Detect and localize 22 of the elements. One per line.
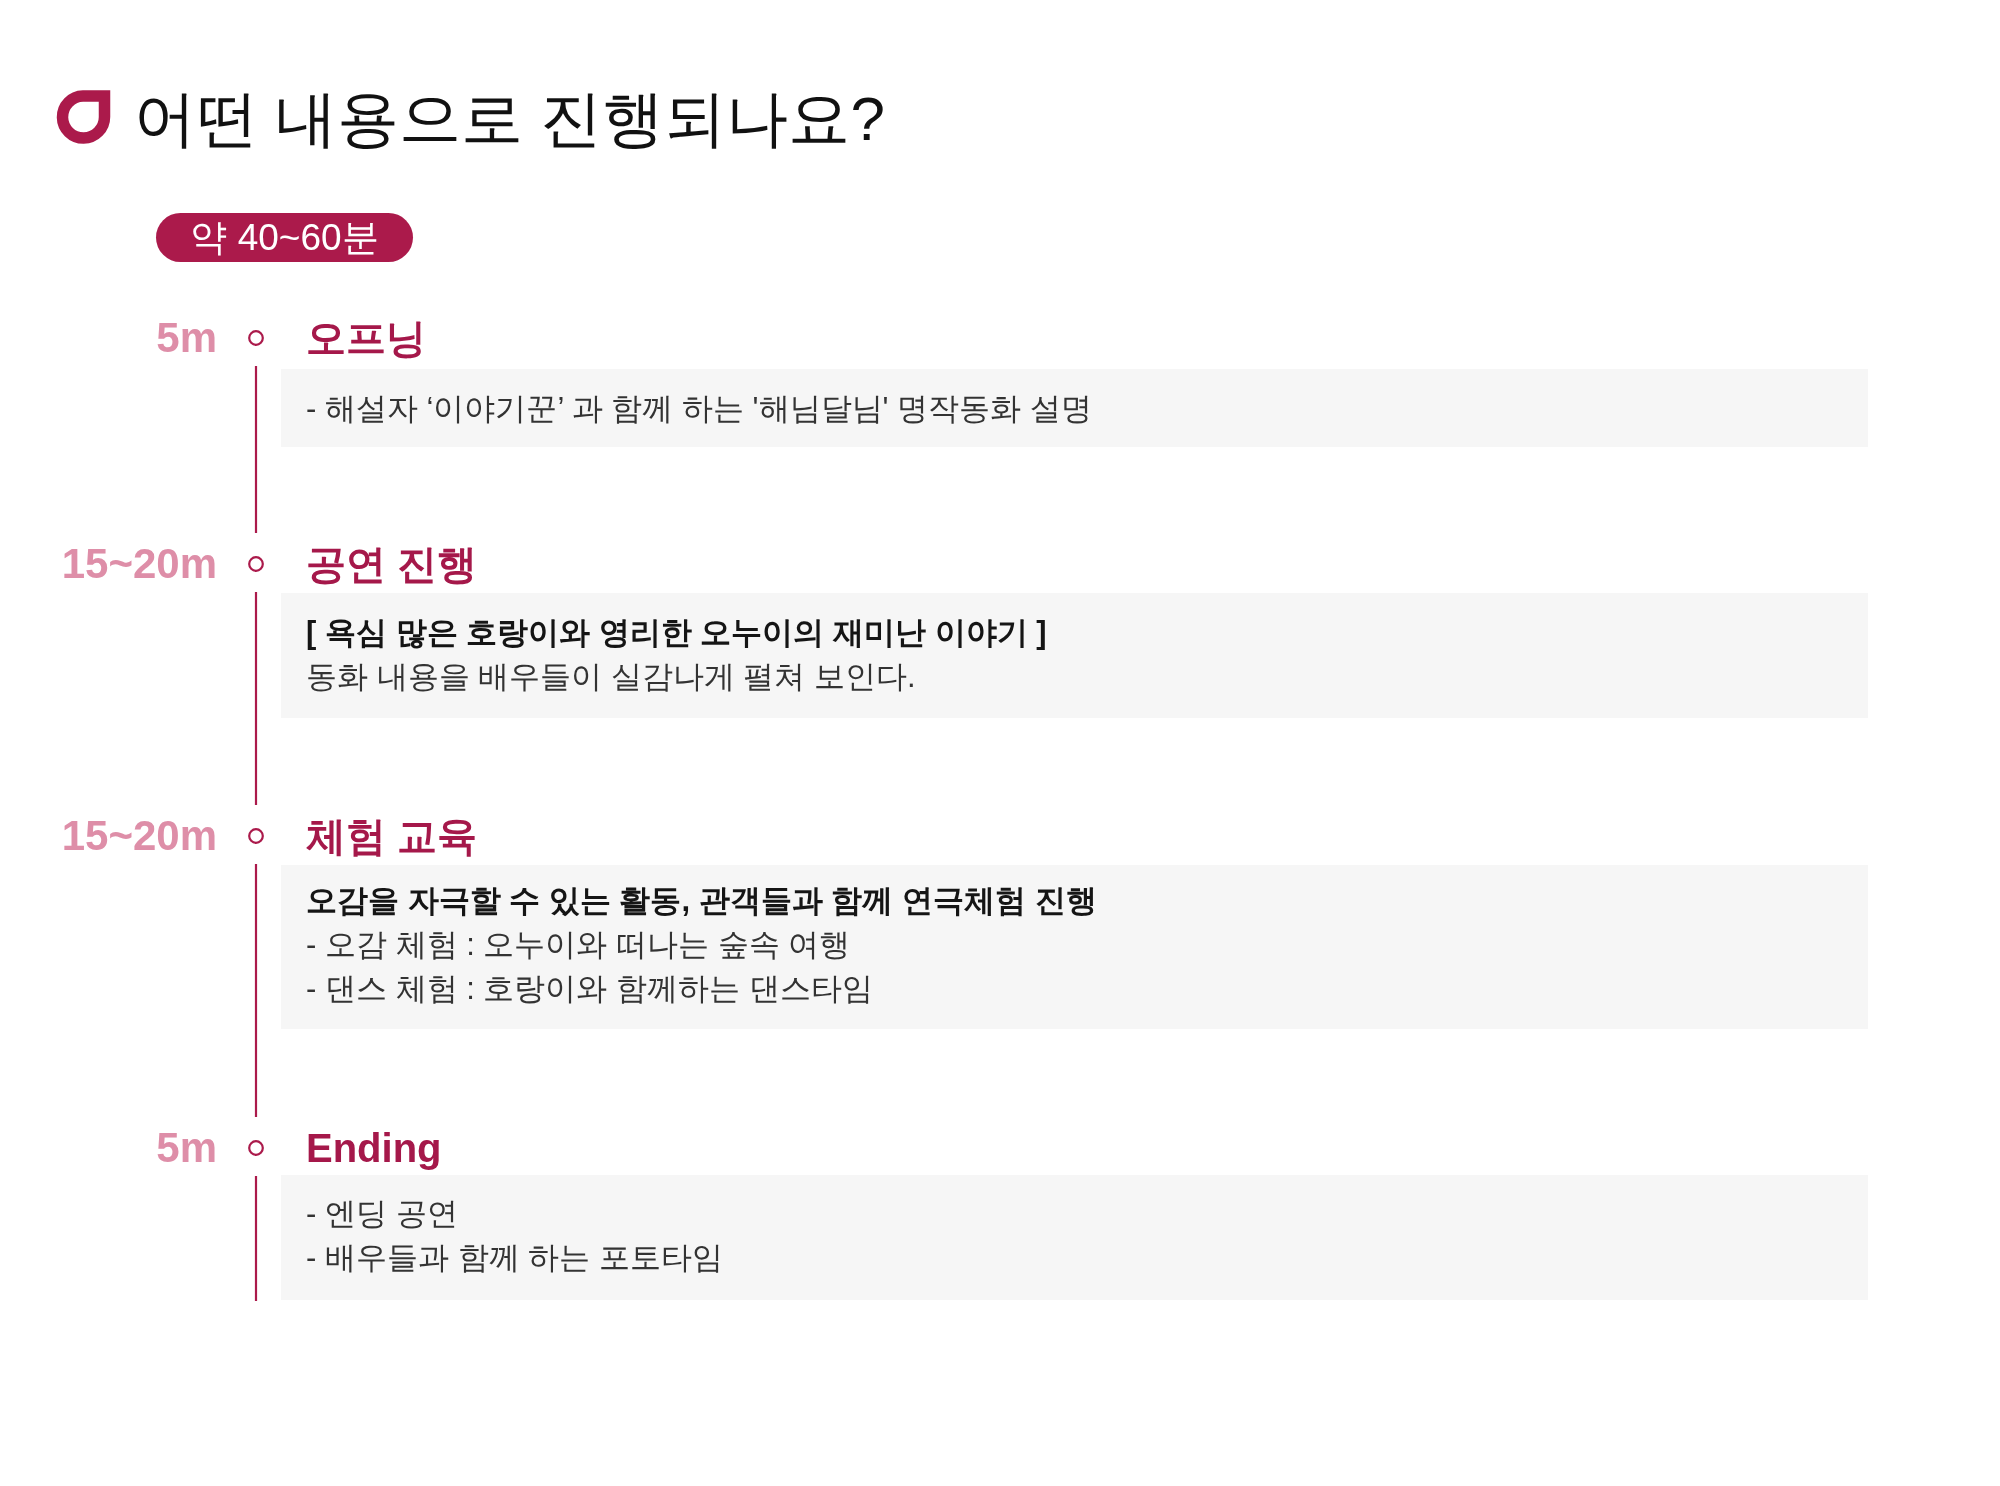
- body-text: - 댄스 체험 : 호랑이와 함께하는 댄스타임: [306, 970, 873, 1008]
- timeline-line: [254, 864, 258, 1117]
- timeline-line: [254, 366, 258, 533]
- body-text: - 해설자 ‘이야기꾼’ 과 함께 하는 '해님달님' 명작동화 설명: [306, 390, 1092, 428]
- duration-label: 15~20m: [61, 539, 217, 589]
- body-text: - 오감 체험 : 오누이와 떠나는 숲속 여행: [306, 926, 851, 964]
- duration-label: 15~20m: [61, 811, 217, 861]
- duration-label: 5m: [156, 313, 217, 363]
- step-heading: 공연 진행: [306, 541, 478, 588]
- body-text: - 엔딩 공연: [306, 1195, 458, 1233]
- step-heading: 오프닝: [306, 315, 426, 362]
- duration-label: 5m: [156, 1123, 217, 1173]
- timeline-line: [254, 1176, 258, 1301]
- timeline-line: [254, 592, 258, 805]
- step-heading: Ending: [306, 1125, 442, 1172]
- body-text: 동화 내용을 배우들이 실감나게 펼쳐 보인다.: [306, 658, 916, 696]
- step-heading: 체험 교육: [306, 813, 478, 860]
- body-text: - 배우들과 함께 하는 포토타임: [306, 1239, 723, 1277]
- body-text: 오감을 자극할 수 있는 활동, 관객들과 함께 연극체험 진행: [306, 882, 1097, 920]
- time-pill: 약 40~60분: [156, 213, 413, 262]
- body-text: [ 욕심 많은 호랑이와 영리한 오누이의 재미난 이야기 ]: [306, 614, 1047, 652]
- page-title: 어떤 내용으로 진행되나요?: [134, 83, 885, 155]
